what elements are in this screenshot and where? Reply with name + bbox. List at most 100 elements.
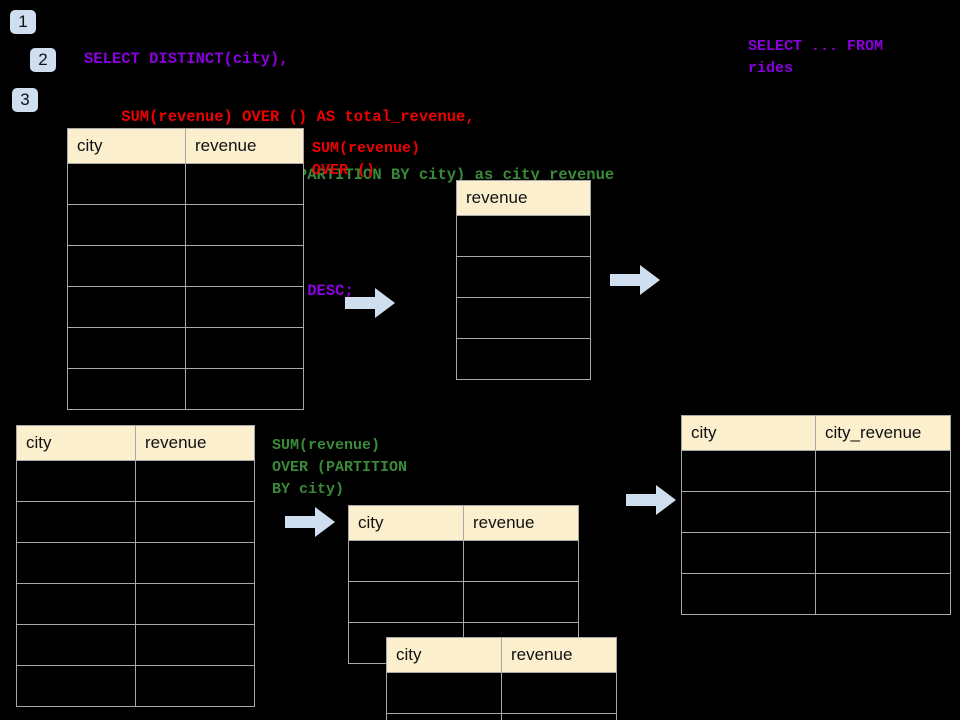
cell-revenue bbox=[185, 327, 304, 369]
table-row bbox=[16, 501, 255, 543]
column-header-city-revenue: city_revenue bbox=[815, 415, 951, 451]
table-partition-back: city revenue bbox=[348, 505, 579, 664]
table-row bbox=[348, 581, 579, 623]
cell-city bbox=[67, 368, 186, 410]
cell-city-revenue bbox=[815, 573, 951, 615]
cell-revenue bbox=[135, 501, 255, 543]
arrow-total-to-result bbox=[610, 265, 660, 295]
table-total-revenue: revenue bbox=[456, 180, 591, 380]
table-row bbox=[456, 256, 591, 298]
cell-city bbox=[681, 573, 816, 615]
cell-city bbox=[67, 286, 186, 328]
cell-revenue bbox=[185, 368, 304, 410]
table-row bbox=[67, 163, 304, 205]
cell-city bbox=[16, 460, 136, 502]
table-rides-top: city revenue bbox=[67, 128, 304, 410]
cell-city bbox=[16, 501, 136, 543]
table-row bbox=[67, 245, 304, 287]
cell-city bbox=[348, 540, 464, 582]
table-row bbox=[456, 338, 591, 380]
cell-revenue bbox=[463, 540, 579, 582]
cell-city bbox=[681, 450, 816, 492]
cell-city bbox=[386, 713, 502, 720]
table-partition-front: city revenue bbox=[386, 637, 617, 720]
cell-city-revenue bbox=[815, 532, 951, 574]
step-badge-1: 1 bbox=[10, 10, 36, 34]
table-row bbox=[456, 215, 591, 257]
cell-revenue bbox=[185, 286, 304, 328]
table-row bbox=[681, 450, 951, 492]
cell-revenue bbox=[501, 672, 617, 714]
cell-revenue bbox=[456, 297, 591, 339]
table-header-row: city revenue bbox=[16, 425, 255, 461]
table-body bbox=[456, 215, 591, 380]
table-row bbox=[16, 583, 255, 625]
table-rides-bottom: city revenue bbox=[16, 425, 255, 707]
table-row bbox=[67, 327, 304, 369]
column-header-city: city bbox=[348, 505, 464, 541]
cell-revenue bbox=[185, 163, 304, 205]
cell-revenue bbox=[456, 338, 591, 380]
cell-revenue bbox=[135, 583, 255, 625]
cell-revenue bbox=[456, 215, 591, 257]
cell-city bbox=[67, 245, 186, 287]
cell-city-revenue bbox=[815, 450, 951, 492]
sql-line-total-revenue: SUM(revenue) OVER () AS total_revenue, bbox=[84, 108, 475, 126]
table-row bbox=[16, 460, 255, 502]
cell-revenue bbox=[185, 204, 304, 246]
table-body bbox=[681, 450, 951, 615]
cell-city bbox=[681, 532, 816, 574]
table-row bbox=[67, 286, 304, 328]
cell-revenue bbox=[135, 542, 255, 584]
cell-revenue bbox=[185, 245, 304, 287]
annotation-city-revenue: SUM(revenue) OVER (PARTITION BY city) bbox=[272, 437, 408, 498]
table-row bbox=[386, 672, 617, 714]
cell-revenue bbox=[135, 460, 255, 502]
table-row bbox=[67, 204, 304, 246]
cell-city bbox=[386, 672, 502, 714]
table-row bbox=[681, 491, 951, 533]
cell-city bbox=[67, 204, 186, 246]
table-header-row: city revenue bbox=[67, 128, 304, 164]
column-header-city: city bbox=[67, 128, 186, 164]
cell-city bbox=[16, 583, 136, 625]
table-header-row: revenue bbox=[456, 180, 591, 216]
cell-city bbox=[67, 327, 186, 369]
column-header-city: city bbox=[681, 415, 816, 451]
table-result: city city_revenue bbox=[681, 415, 951, 615]
column-header-revenue: revenue bbox=[135, 425, 255, 461]
table-row bbox=[681, 573, 951, 615]
table-body bbox=[16, 460, 255, 707]
table-row bbox=[16, 665, 255, 707]
table-row bbox=[456, 297, 591, 339]
cell-city bbox=[348, 581, 464, 623]
table-row bbox=[681, 532, 951, 574]
arrow-rides-to-total bbox=[345, 288, 395, 318]
step-badge-2: 2 bbox=[30, 48, 56, 72]
annotation-total-revenue: SUM(revenue) OVER () bbox=[312, 140, 421, 179]
cell-city bbox=[16, 542, 136, 584]
cell-revenue bbox=[456, 256, 591, 298]
table-header-row: city revenue bbox=[348, 505, 579, 541]
column-header-city: city bbox=[386, 637, 502, 673]
table-row bbox=[16, 624, 255, 666]
cell-city bbox=[16, 624, 136, 666]
cell-city-revenue bbox=[815, 491, 951, 533]
arrow-partition-to-result bbox=[626, 485, 676, 515]
table-header-row: city city_revenue bbox=[681, 415, 951, 451]
column-header-revenue: revenue bbox=[185, 128, 304, 164]
cell-revenue bbox=[135, 624, 255, 666]
cell-city bbox=[67, 163, 186, 205]
column-header-city: city bbox=[16, 425, 136, 461]
column-header-revenue: revenue bbox=[463, 505, 579, 541]
table-row bbox=[67, 368, 304, 410]
arrow-rides-to-partition bbox=[285, 507, 335, 537]
column-header-revenue: revenue bbox=[501, 637, 617, 673]
table-row bbox=[16, 542, 255, 584]
cell-city bbox=[16, 665, 136, 707]
cell-revenue bbox=[135, 665, 255, 707]
cell-revenue bbox=[501, 713, 617, 720]
column-header-revenue: revenue bbox=[456, 180, 591, 216]
step-badge-3: 3 bbox=[12, 88, 38, 112]
